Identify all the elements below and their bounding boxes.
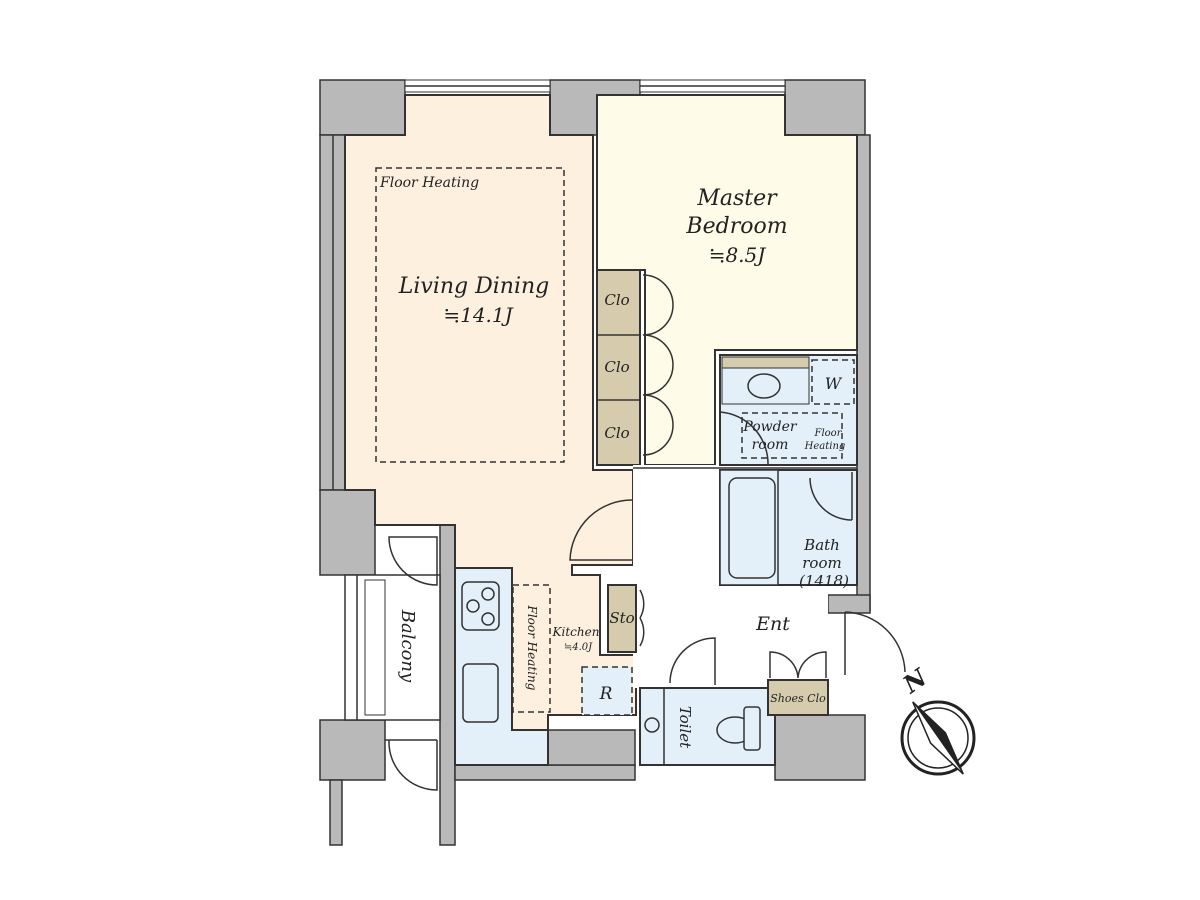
bedroom-label-line1: Master [696, 186, 778, 211]
powder-room-label: Powder [742, 419, 798, 435]
balcony-floor [344, 574, 441, 721]
bedroom-label-line2: Bedroom [685, 214, 787, 239]
windows [332, 79, 786, 490]
toilet-door[interactable] [669, 637, 716, 685]
storage-closet [607, 584, 637, 653]
living-floor-heating-area [375, 167, 565, 463]
hall-door[interactable] [569, 499, 634, 561]
closet-label: Clo [604, 358, 629, 376]
bath-label-3: (1418) [799, 572, 849, 590]
bath-label: Bath [803, 536, 840, 554]
kitchen-floor-heating-area [512, 584, 551, 713]
powder-door[interactable] [719, 411, 769, 466]
stove-icon [461, 581, 500, 631]
kitchen-label: Kitchen [552, 625, 600, 639]
bathtub-icon [728, 477, 776, 579]
bath-label-2: room [802, 554, 841, 572]
powder-room-label-2: room [752, 437, 789, 453]
north-compass: N [897, 662, 976, 776]
bath-door[interactable] [809, 472, 853, 521]
fridge-space [581, 666, 633, 716]
sink-icon [747, 373, 781, 399]
toilet-label: Toilet [676, 706, 694, 749]
closet-label: Clo [604, 291, 629, 309]
living-floor-heating-label: Floor Heating [379, 175, 479, 191]
living-dining-size: ≒14.1J [443, 303, 513, 327]
kitchen-floor-heating-label: Floor Heating [525, 605, 539, 691]
walls [319, 79, 871, 846]
kitchen-sink-icon [462, 663, 499, 723]
powder-floor-heating-label-2: Heating [804, 441, 846, 452]
entrance-label: Ent [755, 613, 790, 635]
north-label: N [897, 662, 933, 700]
entry-door[interactable] [844, 611, 906, 675]
closets: Clo Clo Clo [596, 269, 674, 466]
kitchen-size: ≒4.0J [564, 642, 593, 653]
balcony-label: Balcony [397, 609, 418, 683]
shoes-closet [767, 679, 829, 716]
living-dining-label: Living Dining [398, 274, 550, 299]
washer-space [811, 359, 855, 405]
fridge-label: R [599, 684, 613, 704]
storage-label: Sto [609, 609, 634, 627]
closet-label: Clo [604, 424, 629, 442]
washer-label: W [825, 374, 843, 393]
powder-floor-heating-label: Floor [814, 428, 843, 439]
shoes-closet-label: Shoes Clo [770, 692, 826, 705]
balcony-lower-door[interactable] [388, 739, 438, 791]
bedroom-size: ≒8.5J [709, 243, 767, 267]
balcony-door[interactable] [388, 536, 438, 586]
master-bedroom-floor [596, 94, 858, 466]
